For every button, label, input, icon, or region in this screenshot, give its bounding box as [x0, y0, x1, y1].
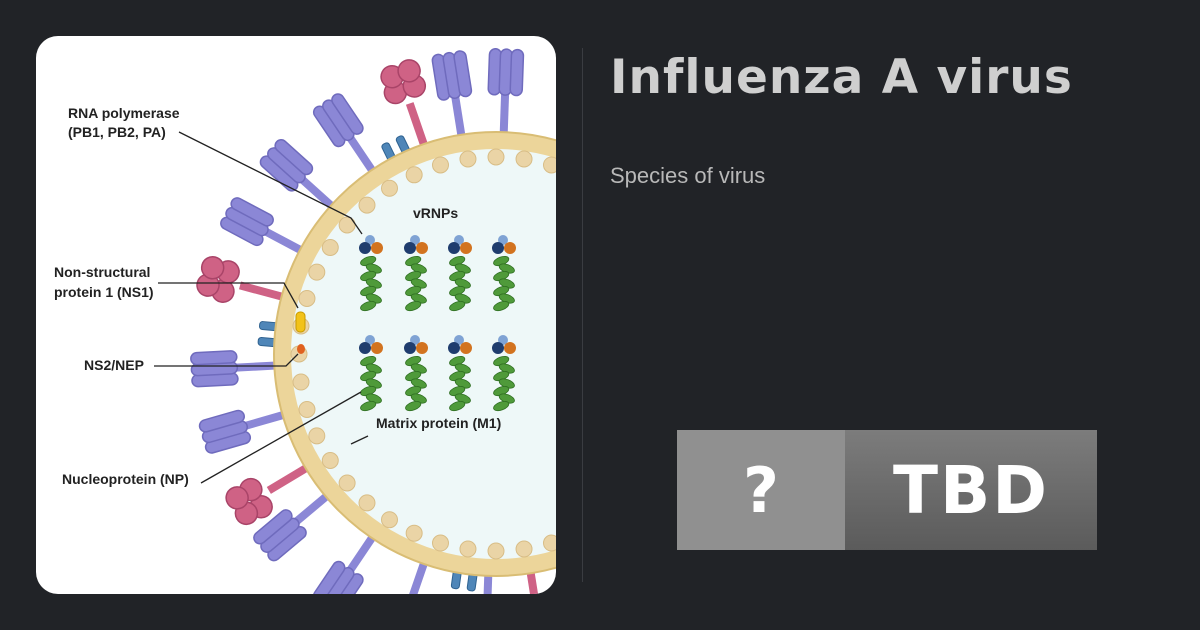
matrix-protein-bead	[543, 156, 556, 174]
vertical-divider	[582, 48, 583, 582]
hemagglutinin-spike	[312, 93, 377, 174]
hemagglutinin-spike	[220, 197, 304, 255]
vrnp	[404, 235, 428, 312]
matrix-protein-bead	[380, 179, 398, 197]
vrnp	[404, 335, 428, 412]
page-title: Influenza A virus	[610, 50, 1073, 105]
viral-interior	[291, 149, 556, 559]
label-rna-polymerase-1: RNA polymerase	[68, 105, 180, 121]
matrix-protein-bead	[515, 540, 533, 558]
hemagglutinin-spike	[312, 534, 377, 594]
neuraminidase-spike	[526, 570, 542, 594]
hemagglutinin-spike	[482, 573, 493, 594]
matrix-protein-bead	[308, 263, 326, 281]
matrix-protein-bead	[321, 452, 339, 470]
matrix-protein-bead	[431, 534, 449, 552]
hemagglutinin-spike	[198, 409, 286, 454]
neuraminidase-spike	[196, 255, 285, 303]
hemagglutinin-spike	[404, 560, 429, 594]
neuraminidase-spike	[380, 59, 429, 148]
virus-diagram-card: RNA polymerase (PB1, PB2, PA) vRNPs Non-…	[36, 36, 556, 594]
ns1-protein	[295, 311, 306, 333]
matrix-protein-bead	[321, 238, 339, 256]
matrix-protein-bead	[380, 511, 398, 529]
status-badge: ? TBD	[677, 430, 1097, 550]
label-np: Nucleoprotein (NP)	[62, 471, 189, 487]
label-vrnps: vRNPs	[413, 205, 458, 221]
matrix-protein-bead	[487, 148, 505, 166]
matrix-protein-bead	[298, 401, 316, 419]
hemagglutinin-spike	[431, 50, 473, 138]
page-subtitle: Species of virus	[610, 163, 766, 188]
ns1-leader-line	[158, 282, 299, 309]
matrix-protein-bead	[459, 540, 477, 558]
m1-leader-line	[350, 435, 369, 445]
rna-polymerase-leader-line	[178, 131, 363, 235]
matrix-protein-bead	[431, 156, 449, 174]
vrnp-complexes	[359, 235, 516, 412]
hemagglutinin-spike	[190, 350, 277, 388]
matrix-protein-bead	[459, 150, 477, 168]
ns2-protein	[297, 344, 305, 354]
matrix-protein-bead	[543, 534, 556, 552]
surface-proteins	[190, 48, 542, 594]
vrnp	[359, 335, 383, 412]
ns2-leader-line	[154, 353, 299, 367]
label-m1: Matrix protein (M1)	[376, 415, 501, 431]
hemagglutinin-spike	[259, 139, 336, 210]
matrix-protein-bead	[308, 427, 326, 445]
neuraminidase-spike	[225, 463, 310, 526]
label-rna-polymerase-2: (PB1, PB2, PA)	[68, 124, 166, 140]
vrnp	[492, 235, 516, 312]
matrix-protein-bead	[338, 474, 356, 492]
label-ns1-2: protein 1 (NS1)	[54, 284, 154, 300]
matrix-protein-bead	[405, 524, 423, 542]
matrix-protein-bead	[358, 494, 376, 512]
vrnp	[448, 335, 472, 412]
status-badge-value: TBD	[845, 430, 1097, 550]
matrix-protein-bead	[298, 289, 316, 307]
matrix-protein-bead	[487, 542, 505, 560]
np-leader-line	[200, 391, 362, 484]
matrix-protein-bead	[358, 196, 376, 214]
hemagglutinin-spike	[487, 48, 525, 135]
vrnp	[448, 235, 472, 312]
matrix-protein-bead	[515, 150, 533, 168]
label-ns2: NS2/NEP	[84, 357, 144, 373]
status-badge-question: ?	[677, 430, 845, 550]
influenza-virus-diagram: RNA polymerase (PB1, PB2, PA) vRNPs Non-…	[54, 48, 556, 594]
matrix-protein-bead	[292, 373, 310, 391]
vrnp	[492, 335, 516, 412]
matrix-protein-bead	[405, 166, 423, 184]
hemagglutinin-spike	[253, 492, 331, 562]
label-ns1-1: Non-structural	[54, 264, 150, 280]
vrnp	[359, 235, 383, 312]
